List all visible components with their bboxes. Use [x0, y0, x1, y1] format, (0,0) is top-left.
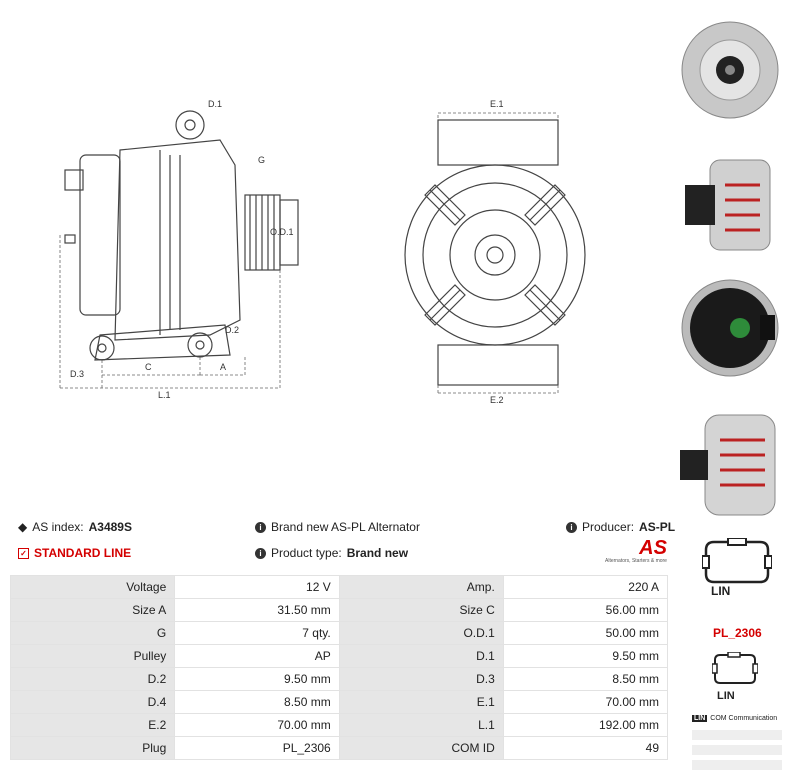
- spec-label: D.3: [338, 667, 504, 691]
- spec-label: Pulley: [9, 644, 176, 668]
- spec-value: 49: [502, 736, 669, 760]
- producer-info: i Producer: AS-PL: [566, 520, 675, 534]
- spec-value: 8.50 mm: [174, 690, 340, 714]
- info-icon: i: [255, 521, 266, 533]
- spec-value: 12 V: [174, 575, 340, 599]
- spec-label: Amp.: [338, 575, 504, 599]
- checkbox-icon: ✓: [18, 547, 29, 559]
- spec-label: L.1: [338, 713, 504, 737]
- com-bar-1: [692, 730, 782, 740]
- spec-label: COM ID: [338, 736, 504, 760]
- spec-label: O.D.1: [338, 621, 504, 645]
- spec-label: E.2: [9, 713, 176, 737]
- product-photo-side[interactable]: [680, 140, 780, 270]
- plug-code: PL_2306: [713, 626, 762, 640]
- spec-label: D.2: [9, 667, 176, 691]
- as-index-value: A3489S: [88, 520, 132, 534]
- spec-value: 70.00 mm: [502, 690, 669, 714]
- spec-label: Plug: [9, 736, 176, 760]
- tag-icon: ◆: [18, 520, 28, 534]
- spec-label: Voltage: [9, 575, 176, 599]
- description-text: Brand new AS-PL Alternator: [271, 520, 420, 534]
- label-l1: L.1: [158, 390, 171, 400]
- spec-value: 31.50 mm: [174, 598, 340, 622]
- com-bar-2: [692, 745, 782, 755]
- label-d1: D.1: [208, 99, 222, 109]
- side-view-drawing: D.1 G O.D.1 D.2 D.3 C A L.1: [59, 99, 299, 400]
- label-e2: E.2: [490, 395, 504, 405]
- spec-value: 8.50 mm: [502, 667, 669, 691]
- product-type-info: i Product type: Brand new: [255, 546, 408, 560]
- product-type-label: Product type:: [271, 546, 342, 560]
- com-bar-3: [692, 760, 782, 770]
- com-text: COM Communication: [710, 715, 778, 722]
- spec-label: Size A: [9, 598, 176, 622]
- plug-lin-top: LIN: [711, 584, 731, 598]
- product-photo-angle[interactable]: [680, 400, 780, 530]
- spec-value: 56.00 mm: [502, 598, 669, 622]
- spec-value: 192.00 mm: [502, 713, 669, 737]
- logo-tagline: Alternators, Starters & more: [605, 558, 667, 564]
- product-photo-front[interactable]: [680, 5, 780, 135]
- label-od1: O.D.1: [270, 227, 294, 237]
- spec-label: E.1: [338, 690, 504, 714]
- spec-label: D.4: [9, 690, 176, 714]
- producer-value: AS-PL: [639, 520, 676, 534]
- spec-value: 70.00 mm: [174, 713, 340, 737]
- description-info: i Brand new AS-PL Alternator: [255, 520, 420, 534]
- spec-label: G: [9, 621, 176, 645]
- as-index-label: AS index:: [32, 520, 84, 534]
- label-e1: E.1: [490, 99, 504, 109]
- com-tag: LIN: [692, 715, 708, 722]
- com-legend: LIN COM Communication: [692, 715, 777, 722]
- product-photo-rear[interactable]: [680, 260, 780, 390]
- standard-line-info: ✓ STANDARD LINE: [18, 546, 131, 560]
- spec-value: 220 A: [502, 575, 669, 599]
- as-logo: AS Alternators, Starters & more: [605, 538, 667, 564]
- logo-text: AS: [639, 537, 667, 559]
- spec-label: Size C: [338, 598, 504, 622]
- spec-value: 9.50 mm: [174, 667, 340, 691]
- front-view-drawing: E.1 E.2: [404, 99, 586, 405]
- label-d2: D.2: [225, 325, 239, 335]
- spec-value: 7 qty.: [174, 621, 340, 645]
- label-g: G: [258, 155, 265, 165]
- standard-line-label: STANDARD LINE: [34, 546, 132, 560]
- spec-label: D.1: [338, 644, 504, 668]
- info-icon: i: [566, 521, 577, 533]
- info-icon: i: [255, 547, 266, 559]
- spec-value: 9.50 mm: [502, 644, 669, 668]
- plug-small-icon: [712, 652, 758, 684]
- plug-connector-icon: [702, 538, 772, 584]
- label-d3: D.3: [70, 369, 84, 379]
- product-type-value: Brand new: [346, 546, 409, 560]
- label-c: C: [145, 362, 152, 372]
- spec-value: AP: [174, 644, 340, 668]
- spec-value: PL_2306: [174, 736, 340, 760]
- label-a: A: [220, 362, 226, 372]
- as-index-info: ◆ AS index: A3489S: [18, 520, 132, 534]
- producer-label: Producer:: [582, 520, 635, 534]
- plug-lin-bottom: LIN: [717, 690, 735, 702]
- spec-value: 50.00 mm: [502, 621, 669, 645]
